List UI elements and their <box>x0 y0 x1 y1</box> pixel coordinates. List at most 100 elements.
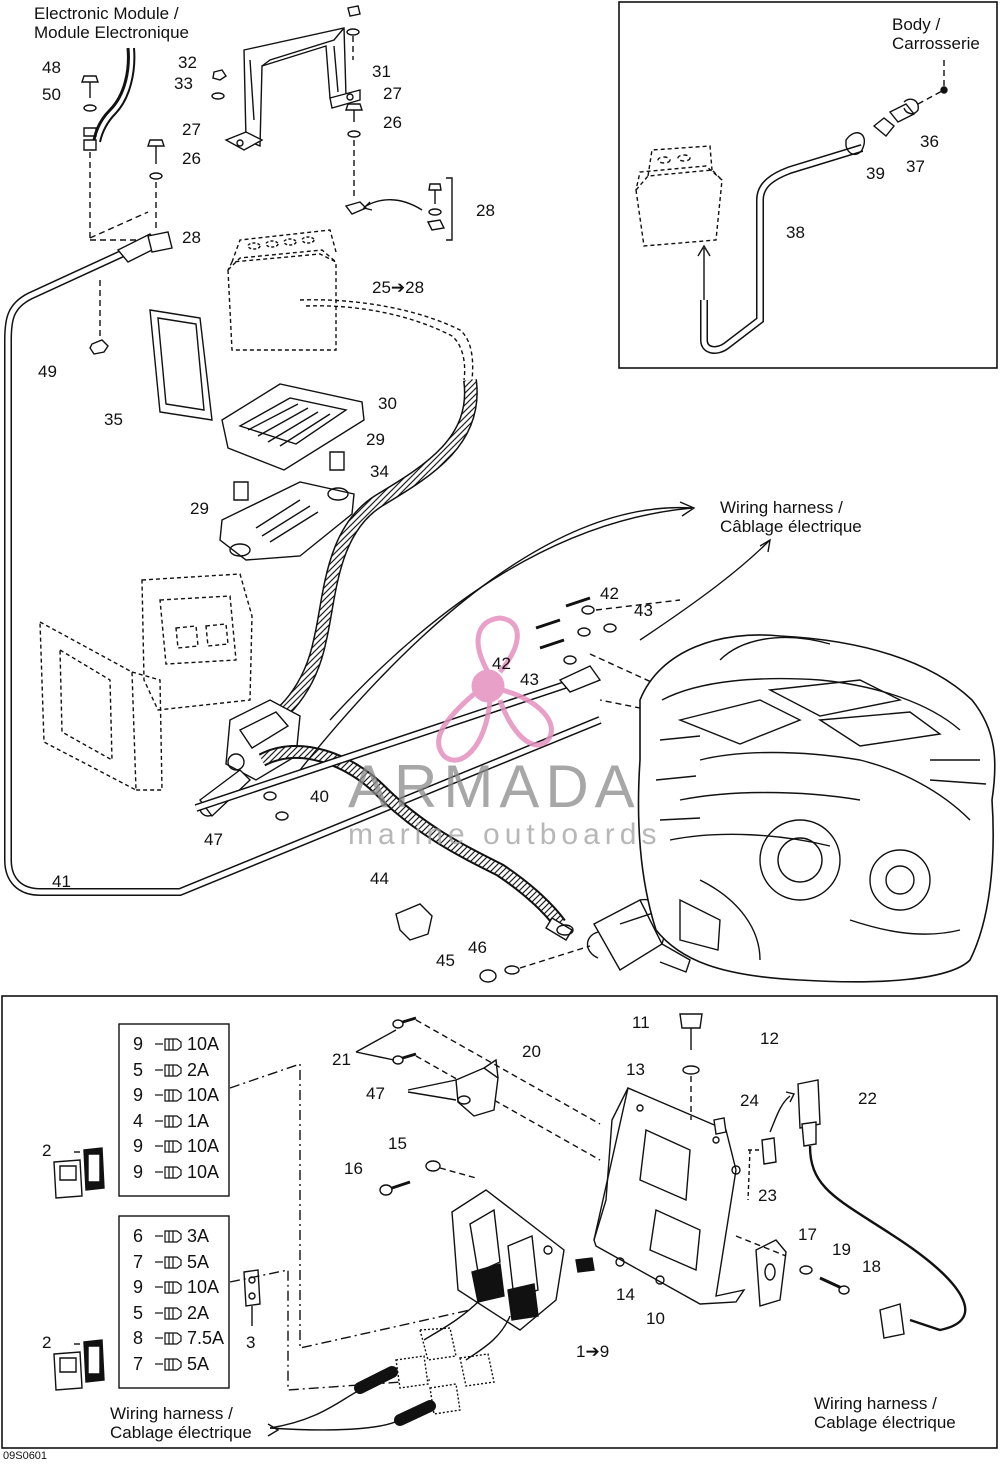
ground-strap-38 <box>700 144 864 354</box>
watermark-subtitle: marine outboards <box>348 818 662 851</box>
callout: 23 <box>758 1186 777 1205</box>
fuse-qty: 9 <box>132 1136 143 1157</box>
bolts-42 <box>535 596 617 665</box>
callout: 42 <box>492 654 511 673</box>
callout: 29 <box>366 430 385 449</box>
callout: 50 <box>42 85 61 104</box>
callout: 31 <box>372 62 391 81</box>
fuse-amps: 5A <box>187 1354 210 1374</box>
callout: 15 <box>388 1134 407 1153</box>
fuse-amps: 10A <box>187 1162 220 1182</box>
blade-fuse-icon <box>155 1332 182 1345</box>
callout: 46 <box>468 938 487 957</box>
boot-44 <box>395 903 433 941</box>
harness-top-label-line1: Wiring harness / <box>720 498 843 517</box>
callout: 2 <box>42 1333 52 1352</box>
fuse-qty: 5 <box>132 1059 143 1080</box>
callout: 27 <box>182 120 201 139</box>
fuse-qty: 9 <box>132 1162 143 1182</box>
callout: 16 <box>344 1159 363 1178</box>
callout: 21 <box>332 1050 351 1069</box>
watermark-title: ARMADA <box>348 753 641 820</box>
callout: 41 <box>52 872 71 891</box>
fuse-qty: 8 <box>132 1328 143 1349</box>
fuse-qty: 7 <box>132 1251 143 1272</box>
battery-tray-30 <box>221 383 365 471</box>
inset-battery-ghost <box>635 145 723 247</box>
fuse-box-top <box>118 1023 230 1197</box>
callout: 37 <box>906 157 925 176</box>
callout: 25➔28 <box>372 278 425 297</box>
fuse-amps: 10A <box>187 1277 220 1298</box>
fuse-qty: 7 <box>132 1354 143 1374</box>
callout: 32 <box>178 53 197 72</box>
callout: 33 <box>174 74 193 93</box>
electronic-module-label-line2: Module Electronique <box>34 23 189 42</box>
callout: 10 <box>646 1309 665 1328</box>
callout: 38 <box>786 223 805 242</box>
harness-left-label-line1: Wiring harness / <box>110 1404 233 1423</box>
callout: 39 <box>866 164 885 183</box>
callout: 28 <box>182 228 201 247</box>
harness-right-label-line1: Wiring harness / <box>814 1394 937 1413</box>
callout: 35 <box>104 410 123 429</box>
callout: 26 <box>182 149 201 168</box>
callout: 42 <box>600 584 619 603</box>
fuse-qty: 5 <box>132 1302 143 1323</box>
callout: 49 <box>38 362 57 381</box>
screws-21 <box>392 1016 417 1065</box>
callout: 43 <box>634 601 653 620</box>
fuse-amps: 3A <box>187 1226 210 1246</box>
callout: 48 <box>42 58 61 77</box>
fuse-qty: 9 <box>132 1034 143 1054</box>
callout: 20 <box>522 1042 541 1061</box>
blade-fuse-icon <box>155 1166 182 1179</box>
fuse-row: 9 10A <box>127 1162 219 1182</box>
body-inset-frame <box>618 1 998 369</box>
electronic-module-ghost <box>141 573 253 711</box>
callout: 47 <box>204 830 223 849</box>
callout: 14 <box>616 1285 635 1304</box>
fuse-module-1-9 <box>451 1189 565 1331</box>
bottom-frame <box>1 995 998 1449</box>
harness-left-label-line2: Cablage électrique <box>110 1423 252 1442</box>
fuse-amps: 5A <box>187 1251 210 1272</box>
callout: 43 <box>520 670 539 689</box>
bolt-27-left <box>147 139 165 180</box>
mounting-plate-34 <box>219 481 355 561</box>
callout: 22 <box>858 1089 877 1108</box>
blade-fuse-icon <box>155 1255 182 1269</box>
callout: 44 <box>370 869 389 888</box>
fuse-row: 8 7.5A <box>127 1328 224 1348</box>
callout: 19 <box>832 1240 851 1259</box>
fuse-amps: 10A <box>187 1085 220 1106</box>
connectors <box>354 1299 511 1426</box>
relay-20 <box>455 1067 499 1117</box>
blade-fuse-icon <box>155 1089 182 1102</box>
watermark-propeller <box>436 615 554 763</box>
bracket-10 <box>593 1087 746 1305</box>
battery-bracket-31 <box>224 27 361 151</box>
callout: 13 <box>626 1060 645 1079</box>
callout: 26 <box>383 113 402 132</box>
electronic-module-label-line1: Electronic Module / <box>34 4 179 23</box>
blade-fuse-icon <box>155 1115 182 1128</box>
callout: 28 <box>476 201 495 220</box>
fuse-holder-2-top <box>53 1147 105 1199</box>
callout: 12 <box>760 1029 779 1048</box>
fuse-amps: 7.5A <box>187 1328 225 1349</box>
callout: 18 <box>862 1257 881 1276</box>
body-label-line2: Carrosserie <box>892 34 980 53</box>
drawing-code: 09S0601 <box>3 1450 48 1462</box>
callout: 30 <box>378 394 397 413</box>
callout: 3 <box>246 1333 256 1352</box>
engine-block <box>637 634 996 983</box>
